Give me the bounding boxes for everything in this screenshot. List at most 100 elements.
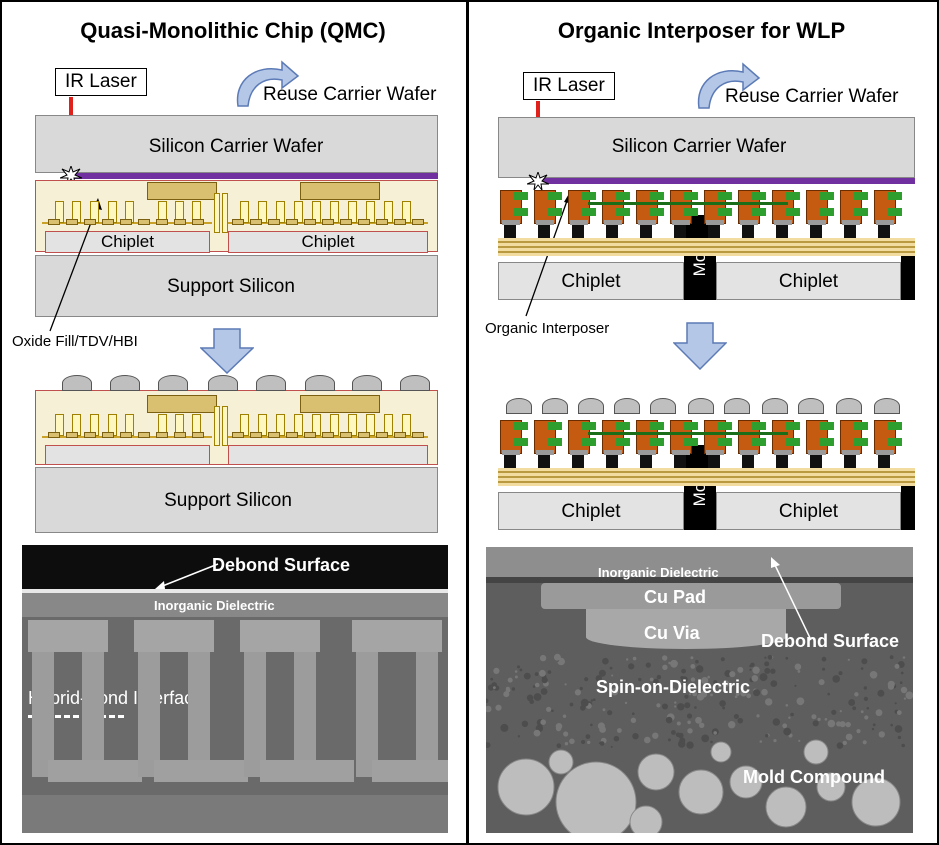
- wlp-org-b-base: [498, 468, 915, 486]
- qmc-tdv-pad: [48, 219, 60, 225]
- wlp-sem-particle: [493, 686, 496, 689]
- wlp-sem-particle: [656, 674, 662, 680]
- qmc-chiplet-right: Chiplet: [228, 231, 428, 253]
- wlp-sem-particle: [887, 683, 895, 690]
- qmc-sem-vacuum: [22, 545, 448, 590]
- wlp-sem-particle: [632, 656, 637, 661]
- qmc-chiplet-right-2: [228, 445, 428, 465]
- wlp-org-black-post: [810, 224, 822, 238]
- wlp-org-b-green-pad: [650, 438, 664, 446]
- wlp-sem-particle: [635, 687, 638, 690]
- wlp-sem-particle: [495, 704, 502, 711]
- wlp-org-green-pad: [582, 192, 596, 200]
- wlp-sem-particle: [713, 680, 718, 685]
- wlp-sem-particle: [877, 689, 885, 697]
- wlp-sem-particle: [671, 730, 676, 735]
- wlp-sem-particle: [486, 698, 489, 704]
- qmc-tdv-pillar-b: [366, 414, 375, 436]
- wlp-org-b-green-pad: [820, 438, 834, 446]
- qmc-tdv-pad-b: [286, 432, 298, 438]
- wlp-org-b-green-pad: [616, 422, 630, 430]
- wlp-sem-particle: [701, 734, 710, 743]
- wlp-sem-filler-sphere: [851, 777, 901, 827]
- qmc-tdv-pad: [376, 219, 388, 225]
- wlp-org-b-green-pad: [514, 422, 528, 430]
- wlp-sem-particle: [718, 685, 722, 689]
- wlp-sem-particle: [894, 702, 897, 705]
- qmc-tdv-pad-b: [174, 432, 186, 438]
- wlp-sem-particle: [609, 666, 613, 670]
- qmc-panel: Quasi-Monolithic Chip (QMC) Reuse Carrie…: [0, 0, 466, 841]
- qmc-solder-bump: [110, 375, 140, 391]
- wlp-sem-particle: [839, 710, 842, 713]
- wlp-sem-particle: [737, 717, 744, 724]
- wlp-sem-particle: [580, 698, 589, 707]
- wlp-solder-bump: [506, 398, 532, 414]
- wlp-sem-particle: [902, 656, 906, 659]
- wlp-sem-particle: [896, 710, 902, 715]
- wlp-sem-particle: [852, 706, 857, 711]
- wlp-sem-filler-sphere: [629, 805, 663, 833]
- wlp-sem-particle: [785, 656, 789, 660]
- wlp-sem-particle: [584, 677, 589, 682]
- qmc-tdv-pillar-b: [240, 414, 249, 436]
- qmc-bridge-die-3: [147, 395, 217, 413]
- qmc-sem-debond-label: Debond Surface: [212, 555, 351, 575]
- wlp-sem-particle: [671, 688, 677, 694]
- wlp-sem-filler-sphere: [816, 772, 846, 802]
- qmc-tdv-pillar: [294, 201, 303, 223]
- wlp-org-b-grey-pad: [638, 450, 656, 455]
- wlp-org-b-black-post: [708, 454, 720, 468]
- wlp-org-b-green-pad: [582, 422, 596, 430]
- wlp-sem-particle: [551, 709, 554, 713]
- wlp-sem-particle: [547, 670, 552, 674]
- panel-divider: [466, 0, 469, 845]
- wlp-sem-particle: [695, 659, 699, 664]
- qmc-support-label-bottom: Support Silicon: [164, 490, 292, 511]
- qmc-tdv-pad: [120, 219, 132, 225]
- wlp-sem-particle: [827, 719, 836, 728]
- wlp-callout-label: Organic Interposer: [485, 320, 610, 337]
- wlp-org-b-green-pad: [718, 438, 732, 446]
- wlp-sem-particle: [517, 735, 521, 738]
- wlp-sem-cu-via: [586, 609, 786, 649]
- wlp-sem-particle: [710, 740, 713, 744]
- qmc-tdv-pillar: [348, 201, 357, 223]
- qmc-tdv-pad-b: [358, 432, 370, 438]
- qmc-tdv-pad: [192, 219, 204, 225]
- wlp-org-b-grey-pad: [502, 450, 520, 455]
- wlp-org-grey-pad: [740, 220, 758, 225]
- qmc-tdv-pad-b: [120, 432, 132, 438]
- qmc-sem-dielectric-label: Inorganic Dielectric: [154, 598, 275, 613]
- wlp-org-green-pad: [514, 192, 528, 200]
- wlp-sem-particle: [710, 693, 713, 697]
- qmc-solder-bump: [400, 375, 430, 391]
- wlp-sem-particle: [728, 721, 736, 729]
- qmc-tdv-pillar: [366, 201, 375, 223]
- qmc-sem-cu-cap: [240, 620, 320, 652]
- wlp-sem-particle: [607, 710, 613, 716]
- qmc-tdv-pillar-b: [222, 406, 228, 446]
- wlp-carrier-label: Silicon Carrier Wafer: [611, 136, 787, 157]
- wlp-sem-filler-sphere: [803, 739, 829, 765]
- wlp-sem-particle: [593, 698, 596, 701]
- wlp-org-green-pad: [616, 208, 630, 216]
- wlp-ir-laser-label: IR Laser: [523, 72, 615, 100]
- wlp-org-green-pad: [684, 192, 698, 200]
- qmc-tdv-pad: [174, 219, 186, 225]
- wlp-org-b-grey-pad: [842, 450, 860, 455]
- wlp-org-grey-pad: [706, 220, 724, 225]
- qmc-tdv-pad-b: [268, 432, 280, 438]
- qmc-sem-cu-cap: [28, 620, 108, 652]
- qmc-tdv-pad: [84, 219, 96, 225]
- wlp-sem-particle: [503, 691, 510, 698]
- wlp-sem-particle: [848, 699, 856, 706]
- qmc-debond-pointer: [155, 563, 219, 589]
- wlp-org-b-grey-pad: [604, 450, 622, 455]
- qmc-reuse-label: Reuse Carrier Wafer: [263, 84, 437, 105]
- wlp-sem-particle: [860, 710, 864, 714]
- qmc-release-layer: [70, 173, 438, 179]
- qmc-sem-cu-foot: [48, 760, 142, 782]
- wlp-org-green-pad: [684, 208, 698, 216]
- wlp-sem-spin-label: Spin-on-Dielectric: [596, 677, 751, 697]
